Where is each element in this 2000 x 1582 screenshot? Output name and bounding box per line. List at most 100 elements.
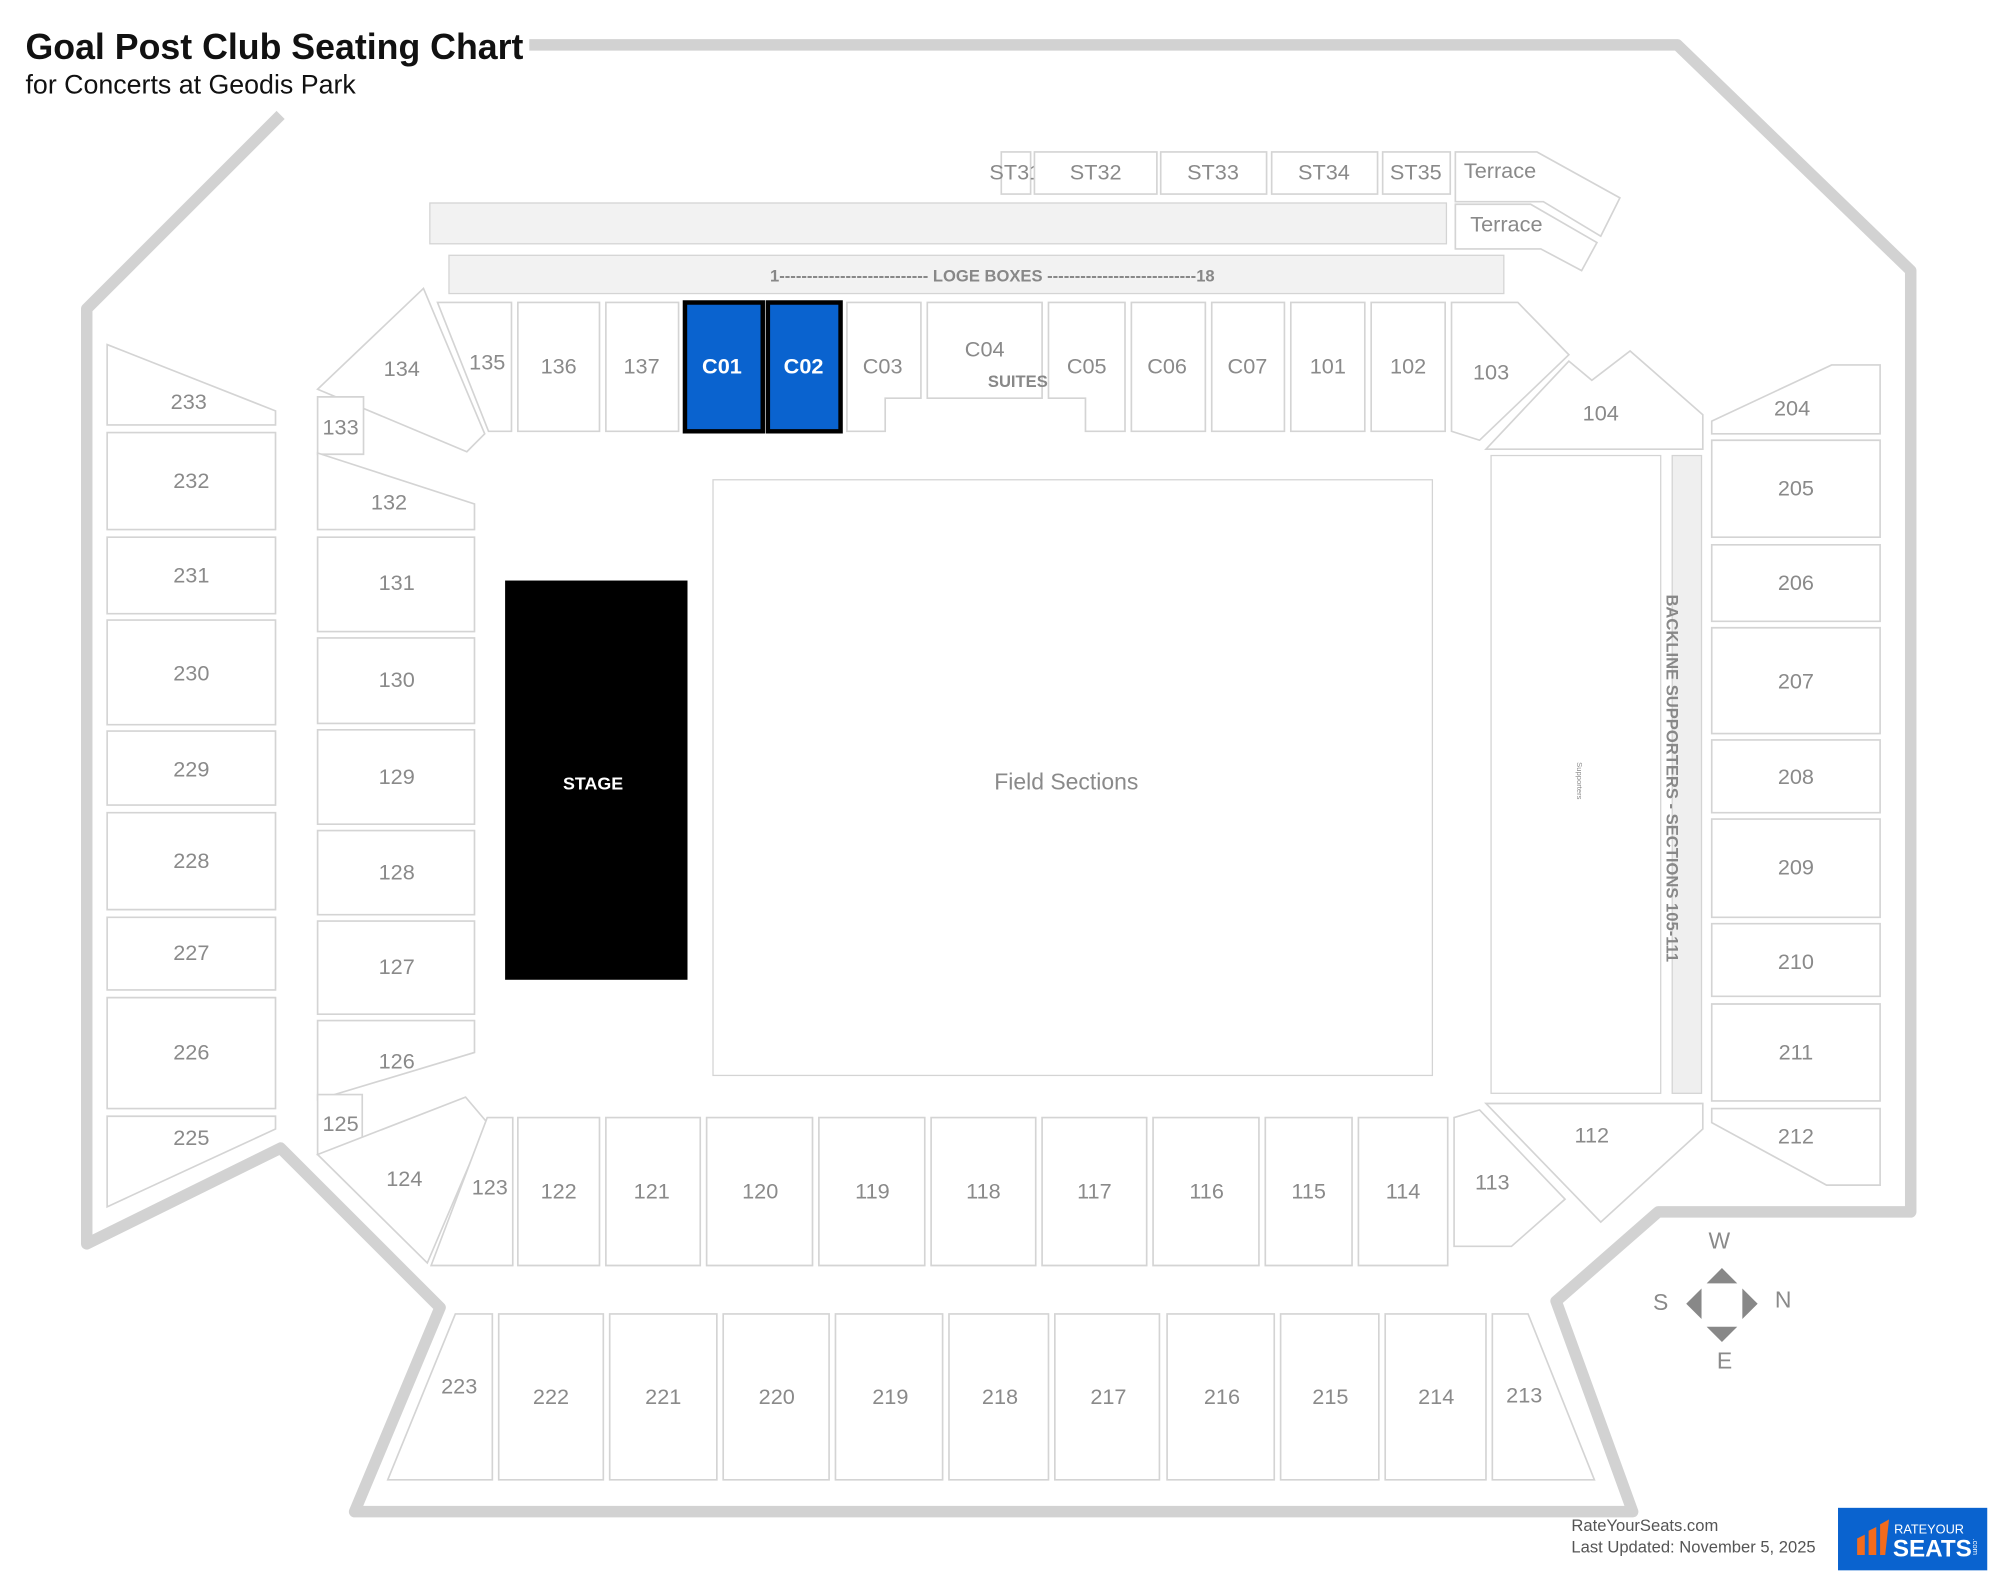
- section-229-shape[interactable]: [106, 730, 277, 806]
- section-209-shape[interactable]: [1710, 818, 1881, 919]
- section-115[interactable]: 115: [1264, 1116, 1353, 1267]
- section-233[interactable]: 233: [106, 343, 277, 426]
- section-127-shape[interactable]: [316, 920, 476, 1016]
- section-137-shape[interactable]: [605, 301, 680, 433]
- section-205[interactable]: 205: [1710, 439, 1881, 539]
- section-114[interactable]: 114: [1357, 1116, 1449, 1267]
- section-116[interactable]: 116: [1152, 1116, 1260, 1267]
- section-115-shape[interactable]: [1264, 1116, 1353, 1267]
- section-213-shape[interactable]: [1491, 1313, 1596, 1481]
- section-221[interactable]: 221: [608, 1313, 718, 1481]
- section-128-shape[interactable]: [316, 829, 476, 916]
- section-127[interactable]: 127: [316, 920, 476, 1016]
- section-232[interactable]: 232: [106, 431, 277, 531]
- section-225-shape[interactable]: [106, 1115, 277, 1209]
- section-133-shape[interactable]: [316, 396, 365, 456]
- section-102[interactable]: 102: [1370, 301, 1446, 433]
- section-136-shape[interactable]: [517, 301, 601, 433]
- section-228-shape[interactable]: [106, 811, 277, 911]
- section-101-shape[interactable]: [1289, 301, 1366, 433]
- section-st32[interactable]: ST32: [1033, 151, 1158, 195]
- section-112[interactable]: 112: [1484, 1102, 1704, 1224]
- section-136[interactable]: 136: [517, 301, 601, 433]
- section-218-shape[interactable]: [948, 1313, 1050, 1481]
- section-st35[interactable]: ST35: [1381, 151, 1452, 195]
- section-205-shape[interactable]: [1710, 439, 1881, 539]
- section-119-shape[interactable]: [818, 1116, 926, 1267]
- section-228[interactable]: 228: [106, 811, 277, 911]
- section-229[interactable]: 229: [106, 730, 277, 806]
- section-131-shape[interactable]: [316, 536, 476, 633]
- section-217[interactable]: 217: [1054, 1313, 1161, 1481]
- section-208[interactable]: 208: [1710, 739, 1881, 814]
- section-116-shape[interactable]: [1152, 1116, 1260, 1267]
- section-230-shape[interactable]: [106, 619, 277, 726]
- section-120-shape[interactable]: [705, 1116, 814, 1267]
- section-c06[interactable]: C06: [1130, 301, 1207, 433]
- section-231[interactable]: 231: [106, 536, 277, 615]
- section-227[interactable]: 227: [106, 916, 277, 991]
- section-120[interactable]: 120: [705, 1116, 814, 1267]
- section-126[interactable]: 126: [316, 1019, 476, 1101]
- section-134-shape[interactable]: [316, 287, 486, 453]
- section-204[interactable]: 204: [1710, 364, 1881, 435]
- section-122[interactable]: 122: [517, 1116, 601, 1267]
- section-214[interactable]: 214: [1384, 1313, 1487, 1481]
- field-sections[interactable]: [712, 479, 1434, 1077]
- supporters-section[interactable]: [1490, 454, 1662, 1094]
- section-135-shape[interactable]: [436, 301, 513, 433]
- section-c02[interactable]: C02: [765, 300, 843, 434]
- section-118[interactable]: 118: [930, 1116, 1037, 1267]
- section-225[interactable]: 225: [106, 1115, 277, 1209]
- section-c03-shape[interactable]: [846, 301, 922, 433]
- section-102-shape[interactable]: [1370, 301, 1446, 433]
- section-t2-shape[interactable]: [1454, 203, 1599, 272]
- section-t2[interactable]: Terrace: [1454, 203, 1599, 272]
- section-215[interactable]: 215: [1279, 1313, 1380, 1481]
- section-132-shape[interactable]: [316, 451, 476, 531]
- section-119[interactable]: 119: [818, 1116, 926, 1267]
- section-c06-shape[interactable]: [1130, 301, 1207, 433]
- section-222-shape[interactable]: [497, 1313, 605, 1481]
- section-118-shape[interactable]: [930, 1116, 1037, 1267]
- section-122-shape[interactable]: [517, 1116, 601, 1267]
- section-226-shape[interactable]: [106, 996, 277, 1110]
- section-209[interactable]: 209: [1710, 818, 1881, 919]
- section-132[interactable]: 132: [316, 451, 476, 531]
- section-207-shape[interactable]: [1710, 626, 1881, 735]
- section-st33[interactable]: ST33: [1159, 151, 1268, 195]
- section-129-shape[interactable]: [316, 728, 476, 825]
- section-st32-shape[interactable]: [1033, 151, 1158, 195]
- section-134[interactable]: 134: [316, 287, 486, 453]
- section-126-shape[interactable]: [316, 1019, 476, 1101]
- loge-boxes[interactable]: [448, 254, 1505, 295]
- section-t1[interactable]: Terrace: [1454, 151, 1621, 238]
- section-123[interactable]: 123: [429, 1116, 514, 1267]
- section-c05[interactable]: C05: [1047, 301, 1126, 433]
- section-216[interactable]: 216: [1166, 1313, 1276, 1481]
- section-232-shape[interactable]: [106, 431, 277, 531]
- section-c01-shape[interactable]: [682, 300, 765, 434]
- section-st35-shape[interactable]: [1381, 151, 1452, 195]
- section-211-shape[interactable]: [1710, 1003, 1881, 1102]
- section-c01[interactable]: C01: [682, 300, 765, 434]
- section-113-shape[interactable]: [1453, 1108, 1567, 1248]
- section-117-shape[interactable]: [1041, 1116, 1148, 1267]
- section-130[interactable]: 130: [316, 637, 476, 725]
- section-206-shape[interactable]: [1710, 543, 1881, 623]
- section-137[interactable]: 137: [605, 301, 680, 433]
- section-215-shape[interactable]: [1279, 1313, 1380, 1481]
- section-114-shape[interactable]: [1357, 1116, 1449, 1267]
- section-208-shape[interactable]: [1710, 739, 1881, 814]
- section-211[interactable]: 211: [1710, 1003, 1881, 1102]
- section-129[interactable]: 129: [316, 728, 476, 825]
- section-214-shape[interactable]: [1384, 1313, 1487, 1481]
- section-221-shape[interactable]: [608, 1313, 718, 1481]
- section-c02-shape[interactable]: [765, 300, 843, 434]
- section-218[interactable]: 218: [948, 1313, 1050, 1481]
- section-219[interactable]: 219: [834, 1313, 944, 1481]
- section-204-shape[interactable]: [1710, 364, 1881, 435]
- section-220[interactable]: 220: [722, 1313, 830, 1481]
- section-101[interactable]: 101: [1289, 301, 1366, 433]
- section-st31-shape[interactable]: [1000, 151, 1032, 195]
